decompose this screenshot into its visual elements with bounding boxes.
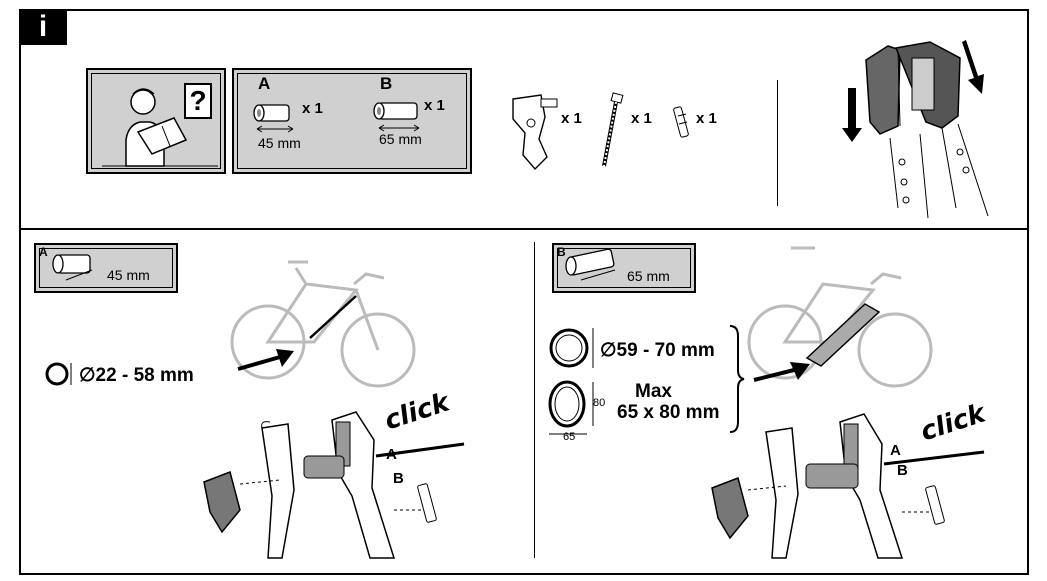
- length-arrow: [378, 124, 420, 132]
- arrow-icon: [753, 362, 810, 382]
- nut-quantity: x 1: [696, 110, 717, 127]
- part-a-length: 45 mm: [258, 135, 301, 151]
- assembly-diagram-left: [203, 411, 465, 559]
- bicycle-illustration: [230, 260, 416, 388]
- spacer-b-icon: [373, 102, 418, 120]
- part-a-letter: A: [258, 74, 271, 93]
- question-mark-icon: ?: [184, 83, 212, 119]
- info-tab: i: [19, 9, 67, 45]
- bracket-quantity: x 1: [561, 110, 582, 127]
- clamp-assembly-diagram: [842, 40, 989, 219]
- label-a: A: [890, 442, 901, 459]
- section-divider: [19, 228, 1029, 230]
- oval-width-value: 65: [563, 431, 576, 443]
- oval-tube-icon: [548, 380, 594, 435]
- spacer-a-icon: [253, 104, 290, 122]
- spacer-b-letter: B: [557, 245, 566, 259]
- tube-diameter-icon: [45, 362, 72, 386]
- arrow-icon: [237, 349, 294, 371]
- spacer-a-icon: [52, 254, 93, 281]
- nut-part-icon: [673, 106, 689, 138]
- reading-person-icon: [102, 88, 218, 167]
- spacer-b-length: 65 mm: [627, 268, 670, 284]
- bolt-quantity: x 1: [631, 110, 652, 127]
- oval-max-size: 65 x 80 mm: [617, 402, 720, 423]
- spacer-a-letter: A: [39, 245, 48, 259]
- part-b-quantity: x 1: [424, 97, 445, 114]
- bracket-part-icon: [512, 94, 558, 171]
- part-a-quantity: x 1: [302, 100, 323, 117]
- instruction-frame: [19, 9, 1029, 575]
- part-b-letter: B: [380, 74, 393, 93]
- spacer-a-box: [34, 243, 178, 293]
- top-divider: [777, 80, 778, 206]
- brace-icon: [729, 325, 745, 433]
- label-b: B: [393, 470, 404, 487]
- spacer-b-icon: [565, 248, 616, 281]
- round-tube-icon: [549, 328, 594, 368]
- label-b: B: [897, 462, 908, 479]
- bottom-divider: [534, 242, 535, 558]
- bicycle-illustration: [747, 246, 933, 388]
- spacer-a-length: 45 mm: [107, 267, 150, 283]
- label-a: A: [386, 446, 397, 463]
- oval-height-value: 80: [593, 397, 606, 409]
- bolt-part-icon: [602, 92, 624, 167]
- oval-max-label: Max: [635, 381, 672, 402]
- part-b-length: 65 mm: [379, 131, 422, 147]
- assembly-diagram-right: [711, 413, 985, 559]
- round-diameter-range: ∅59 - 70 mm: [600, 340, 715, 361]
- diameter-range: ∅22 - 58 mm: [79, 365, 194, 386]
- read-manual-box: ?: [86, 68, 226, 174]
- length-arrow: [256, 125, 294, 133]
